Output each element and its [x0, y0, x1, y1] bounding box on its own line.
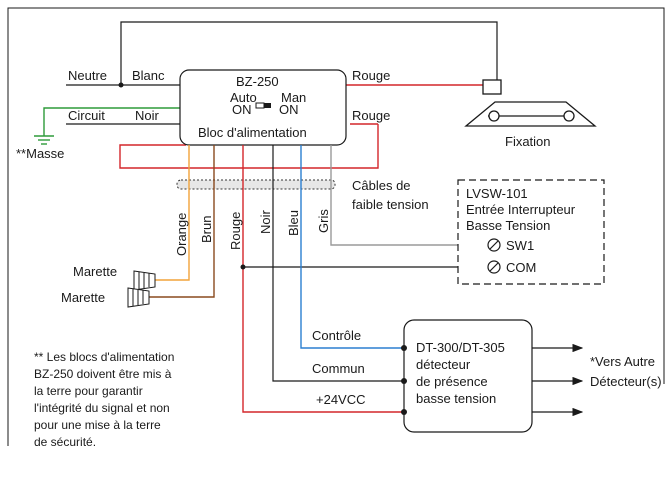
power-pack-model: BZ-250 [236, 74, 279, 89]
switch-model: LVSW-101 [466, 186, 528, 201]
arrow-to-other-detectors [532, 343, 584, 417]
label-blanc: Blanc [132, 68, 165, 83]
detector-in-controle: Contrôle [312, 328, 361, 343]
label-circuit: Circuit [68, 108, 105, 123]
wire-label-brun: Brun [199, 216, 214, 243]
footnote-line3: la terre pour garantir [34, 384, 143, 398]
wire-label-orange: Orange [174, 213, 189, 256]
footnote-line2: BZ-250 doivent être mis à [34, 367, 172, 381]
other-detectors-line1: *Vers Autre [590, 354, 655, 369]
footnote-line1: ** Les blocs d'alimentation [34, 350, 174, 364]
wire-brown [149, 145, 215, 298]
wire-blue [300, 145, 404, 349]
detector-in-commun: Commun [312, 361, 365, 376]
marette-icon-b [127, 287, 150, 308]
detector-in-vcc: +24VCC [316, 392, 366, 407]
wire-label-bleu: Bleu [286, 210, 301, 236]
cable-note-line2: faible tension [352, 197, 429, 212]
label-neutre: Neutre [68, 68, 107, 83]
other-detectors-line2: Détecteur(s) [590, 374, 662, 389]
marette-label-b: Marette [61, 290, 105, 305]
junction-com [240, 264, 246, 270]
marette-label-a: Marette [73, 264, 117, 279]
mode-switch-knob [264, 103, 271, 108]
outer-frame [7, 7, 665, 446]
mode-switch-slider [255, 102, 265, 109]
terminal-screw-icon [487, 238, 501, 274]
detector-line1: DT-300/DT-305 [416, 340, 505, 355]
junction-neutral [118, 82, 124, 88]
cable-note-line1: Câbles de [352, 178, 411, 193]
wire-red-24v [242, 145, 404, 413]
power-pack-man-on: ON [279, 102, 299, 117]
switch-line2: Entrée Interrupteur [466, 202, 576, 217]
detector-line4: basse tension [416, 391, 496, 406]
wire-label-rouge: Rouge [228, 212, 243, 250]
wire-ground [43, 107, 180, 136]
label-rouge-right: Rouge [352, 108, 390, 123]
detector-line3: de présence [416, 374, 488, 389]
label-rouge-top: Rouge [352, 68, 390, 83]
label-noir-mains: Noir [135, 108, 160, 123]
switch-line3: Basse Tension [466, 218, 550, 233]
detector-line2: détecteur [416, 357, 471, 372]
power-pack-title: Bloc d'alimentation [198, 125, 307, 140]
footnote-line5: pour une mise à la terre [34, 418, 161, 432]
footnote-line6: de sécurité. [34, 435, 96, 449]
wire-label-gris: Gris [316, 209, 331, 233]
label-masse: **Masse [16, 146, 64, 161]
wire-orange [155, 145, 190, 281]
detector-box [403, 319, 533, 433]
wire-label-noir: Noir [258, 209, 273, 234]
power-pack-auto-on: ON [232, 102, 252, 117]
fixture-icon [464, 79, 597, 127]
fixture-label: Fixation [505, 134, 551, 149]
wire-red-left [119, 124, 379, 169]
power-pack-man: Man [281, 90, 306, 105]
power-pack-auto: Auto [230, 90, 257, 105]
switch-sw1: SW1 [506, 238, 534, 253]
footnote-line4: l'intégrité du signal et non [34, 401, 170, 415]
marette-icon-a [133, 270, 156, 291]
wire-gray [330, 145, 494, 246]
wire-neutral-loop [120, 21, 498, 85]
detector-input-dots [401, 345, 407, 415]
switch-com: COM [506, 260, 536, 275]
cable-bundle [176, 179, 336, 190]
wire-black-common [272, 145, 404, 382]
ground-icon [34, 135, 54, 145]
switch-box [457, 179, 605, 285]
